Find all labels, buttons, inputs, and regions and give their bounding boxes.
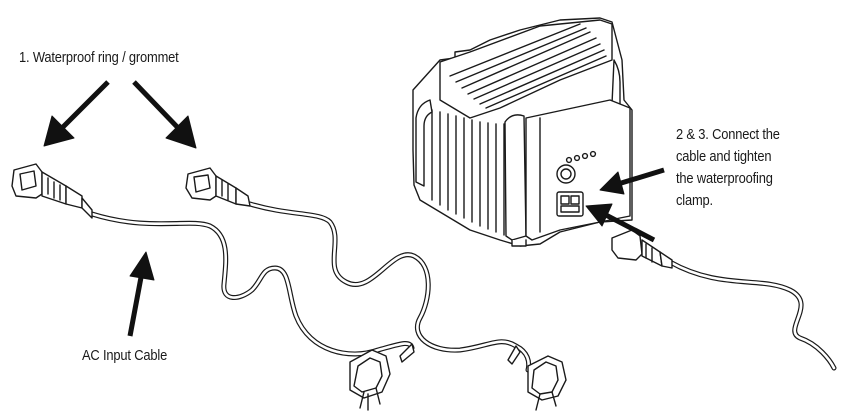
iec-connector-middle — [185, 167, 251, 207]
charger-unit — [412, 17, 633, 247]
down-left-arrow-icon — [43, 80, 110, 147]
up-left-arrow-icon — [585, 203, 656, 243]
plug-middle — [507, 345, 567, 411]
ac-input-cable-left — [11, 163, 415, 411]
iec-connector-right — [611, 229, 673, 269]
down-right-arrow-icon — [132, 80, 197, 149]
ac-input-cable-right — [611, 229, 837, 371]
left-arrow-icon — [599, 167, 665, 195]
connect-clamp-label: 2 & 3. Connect the cable and tighten the… — [676, 124, 839, 212]
arrows — [43, 80, 665, 337]
connect-label-line: cable and tighten — [676, 148, 772, 165]
ac-input-cable-label: AC Input Cable — [82, 347, 168, 364]
plug-left — [349, 343, 415, 411]
connect-label-line: clamp. — [676, 192, 713, 209]
connect-label-line: the waterproofing — [676, 170, 773, 187]
grommet-label: 1. Waterproof ring / grommet — [19, 49, 179, 66]
ac-input-cable-middle — [185, 167, 567, 411]
connect-label-line: 2 & 3. Connect the — [676, 126, 780, 143]
iec-connector-left — [11, 163, 93, 219]
up-arrow-icon — [127, 251, 155, 337]
